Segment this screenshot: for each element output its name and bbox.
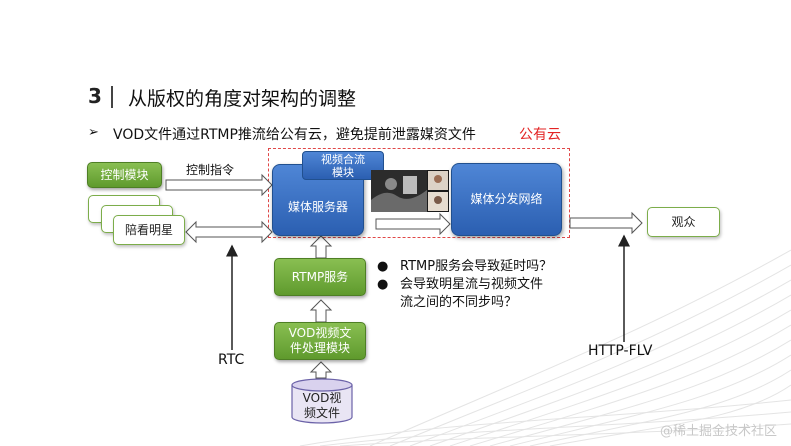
vod-file-label-2: 频文件 <box>303 406 340 420</box>
vod-processing-label-1: VOD视频文 <box>288 326 352 340</box>
question-1-bullet: ● <box>377 259 389 274</box>
title-separator <box>111 86 113 108</box>
cdn-label: 媒体分发网络 <box>470 192 543 206</box>
rtmp-service-label: RTMP服务 <box>291 269 349 284</box>
question-2-text-cont: 流之间的不同步吗？ <box>400 295 518 310</box>
vod-file-storage-icon <box>291 378 353 424</box>
video-merge-label-2: 模块 <box>332 165 354 179</box>
audience-label: 观众 <box>671 214 696 229</box>
file-to-vod-arrow <box>309 361 333 379</box>
control-command-arrow <box>165 173 273 197</box>
cdn-node: 媒体分发网络 <box>451 163 562 236</box>
audience-node: 观众 <box>647 207 720 237</box>
page-title: 从版权的角度对架构的调整 <box>128 88 357 110</box>
cdn-to-audience-arrow <box>569 211 643 235</box>
control-module-node: 控制模块 <box>87 162 162 188</box>
bullet-arrow-icon: ➢ <box>88 125 99 140</box>
star-node: 陪看明星 <box>113 215 185 245</box>
media-server-label: 媒体服务器 <box>287 199 348 214</box>
star-label: 陪看明星 <box>124 222 173 237</box>
video-merge-label-1: 视频合流 <box>321 152 365 166</box>
vod-file-label-1: VOD视 <box>302 391 342 405</box>
watermark: @稀土掘金技术社区 <box>659 424 777 439</box>
control-module-label: 控制模块 <box>100 167 149 182</box>
question-1-text: RTMP服务会导致延时吗？ <box>400 259 553 274</box>
star-media-double-arrow <box>185 220 273 244</box>
question-2-bullet: ● <box>377 277 389 292</box>
rtc-label: RTC <box>218 352 245 368</box>
control-command-label: 控制指令 <box>186 163 235 177</box>
vod-to-rtmp-arrow <box>309 299 333 323</box>
rtmp-to-media-arrow <box>309 235 333 259</box>
section-number: 3 <box>88 84 102 108</box>
bullet-text: VOD文件通过RTMP推流给公有云，避免提前泄露媒资文件 <box>113 127 476 143</box>
vod-processing-node: VOD视频文 件处理模块 <box>274 322 366 360</box>
vod-file-label: VOD视 频文件 <box>291 391 353 421</box>
rtmp-service-node: RTMP服务 <box>274 258 366 296</box>
merged-video-thumbnail <box>371 170 449 212</box>
question-2-text: 会导致明星流与视频文件 <box>400 277 544 292</box>
media-to-cdn-arrow <box>375 212 451 236</box>
public-cloud-label: 公有云 <box>519 127 561 143</box>
video-merge-node: 视频合流 模块 <box>302 151 384 180</box>
vod-processing-label-2: 件处理模块 <box>289 341 350 355</box>
public-cloud-region <box>268 148 570 238</box>
http-flv-label: HTTP-FLV <box>588 343 653 359</box>
